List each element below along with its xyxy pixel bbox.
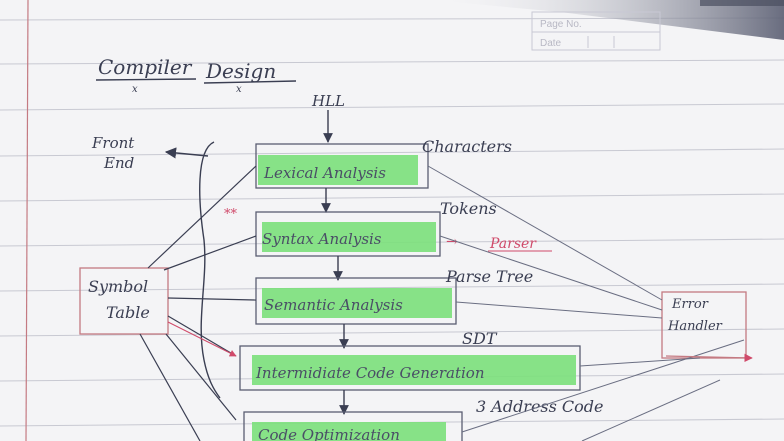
title-word-design: Design	[205, 59, 276, 83]
page-header-box	[531, 11, 661, 51]
error-handler-out-arrow	[665, 353, 753, 363]
phase-label: Semantic Analysis	[264, 296, 403, 314]
phase-optimization: Code Optimization	[243, 411, 463, 441]
symbol-table-links	[139, 165, 257, 441]
input-label-hll: HLL	[311, 92, 345, 110]
output-sdt: SDT	[462, 329, 498, 348]
front-end-line1: Front	[91, 134, 135, 152]
error-handler-box: Error Handler	[661, 291, 747, 359]
title-word-compiler: Compiler	[98, 55, 193, 79]
margin-line	[25, 0, 29, 441]
phase-lexical: Lexical Analysis	[255, 143, 429, 189]
front-end-brace	[199, 141, 221, 399]
phase-label: Intermidiate Code Generation	[255, 364, 484, 382]
title-underline-1	[95, 78, 197, 81]
page-no-label: Page No.	[540, 19, 582, 30]
star-marks: **	[224, 207, 238, 222]
parser-note: Parser	[489, 236, 537, 252]
title-mark-2: x	[236, 84, 242, 95]
title-mark-1: x	[132, 84, 138, 95]
symbol-to-icg-arrow	[167, 321, 237, 357]
parser-arrow: →	[446, 234, 458, 250]
symbol-table-line1: Symbol	[88, 277, 148, 296]
phase-label: Syntax Analysis	[262, 230, 382, 248]
front-end-arrow	[164, 147, 209, 159]
phase-syntax: Syntax Analysis	[255, 211, 441, 257]
error-handler-line1: Error	[671, 297, 709, 312]
date-label: Date	[540, 38, 562, 49]
output-tokens: Tokens	[440, 199, 497, 218]
front-end-line2: End	[103, 154, 134, 172]
phase-semantic: Semantic Analysis	[255, 277, 457, 325]
title-underline-2	[203, 80, 297, 84]
error-handler-links	[427, 165, 745, 441]
phase-intermediate: Intermidiate Code Generation	[239, 345, 581, 391]
phase-label: Lexical Analysis	[263, 164, 386, 182]
page-shadow	[430, 0, 784, 40]
output-parse-tree: Parse Tree	[445, 267, 533, 286]
symbol-table-line2: Table	[106, 303, 150, 322]
symbol-table-box: Symbol Table	[79, 267, 169, 335]
phase-label: Code Optimization	[258, 426, 400, 441]
error-handler-line2: Handler	[667, 319, 723, 334]
output-characters: Characters	[422, 137, 512, 156]
